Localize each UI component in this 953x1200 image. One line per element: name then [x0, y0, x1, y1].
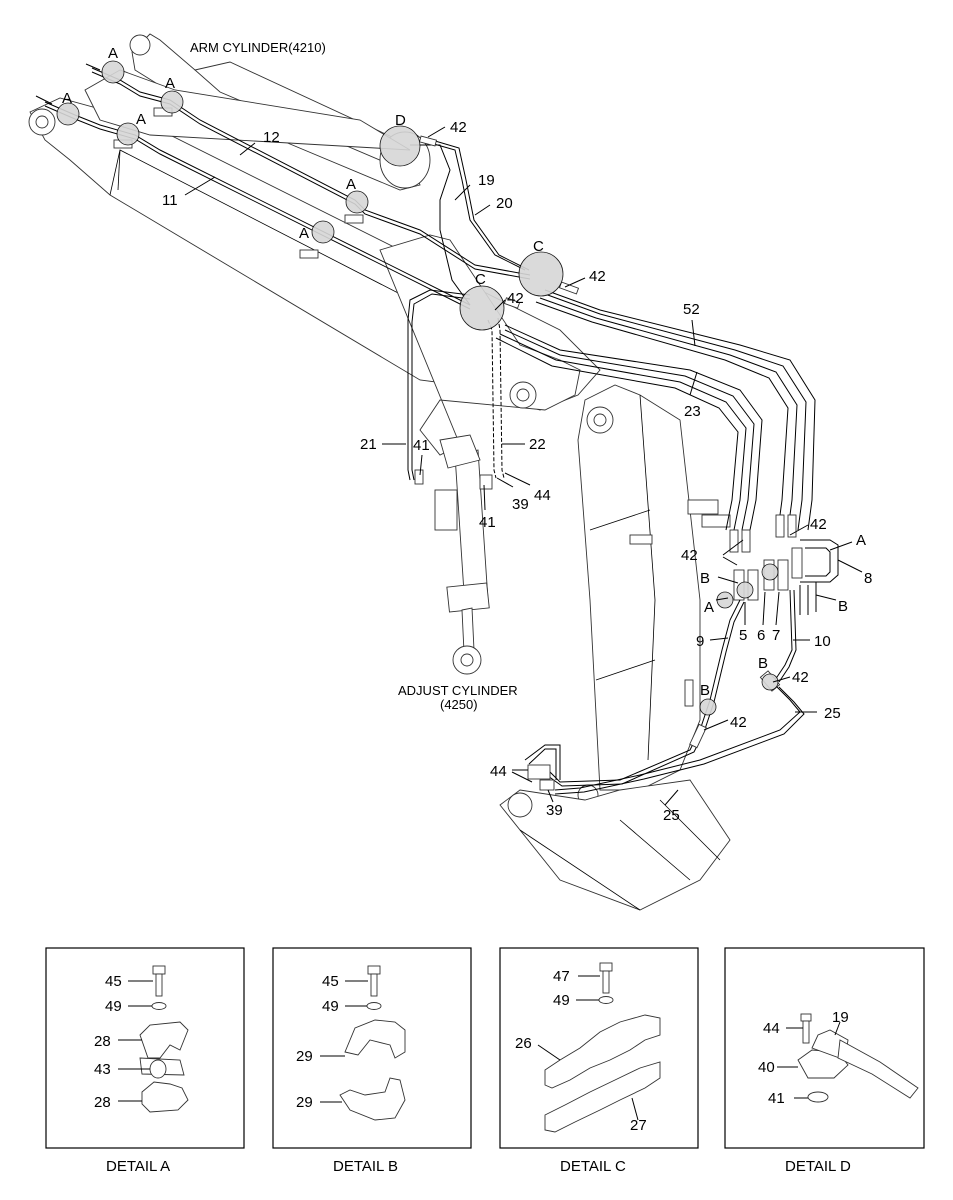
- detail-a-marker: A: [856, 532, 866, 549]
- part-9-label: 9: [696, 633, 704, 650]
- part-23-label: 23: [684, 403, 701, 420]
- detail-a-marker: A: [346, 176, 356, 193]
- detail-c-panel: 47 49 26 27 DETAIL C: [499, 947, 699, 1175]
- part-47-label: 47: [553, 968, 570, 985]
- detail-c-caption: DETAIL C: [560, 1158, 626, 1175]
- part-49-label: 49: [105, 998, 122, 1015]
- part-52-label: 52: [683, 301, 700, 318]
- adjust-cylinder-label: ADJUST CYLINDER: [398, 683, 518, 698]
- detail-a-panel: 45 49 28 43 28 DETAIL A: [45, 947, 245, 1175]
- detail-a-marker: A: [62, 90, 72, 107]
- detail-a-marker: A: [165, 75, 175, 92]
- part-22-label: 22: [529, 436, 546, 453]
- part-49-label: 49: [553, 992, 570, 1009]
- detail-a-marker: A: [108, 45, 118, 62]
- part-27-label: 27: [630, 1117, 647, 1134]
- part-39-label: 39: [546, 802, 563, 819]
- part-43-label: 43: [94, 1061, 111, 1078]
- arm-cylinder-label: ARM CYLINDER(4210): [190, 40, 326, 55]
- leader-lines: [184, 126, 863, 806]
- part-25-label: 25: [824, 705, 841, 722]
- part-25-label: 25: [663, 807, 680, 824]
- part-44-label: 44: [763, 1020, 780, 1037]
- part-5-label: 5: [739, 627, 747, 644]
- part-41-label: 41: [768, 1090, 785, 1107]
- part-45-label: 45: [105, 973, 122, 990]
- part-42-label: 42: [810, 516, 827, 533]
- part-8-label: 8: [864, 570, 872, 587]
- part-29-label: 29: [296, 1094, 313, 1111]
- part-42-label: 42: [792, 669, 809, 686]
- part-6-label: 6: [757, 627, 765, 644]
- part-42-label: 42: [507, 290, 524, 307]
- part-44-label: 44: [490, 763, 507, 780]
- part-28-label: 28: [94, 1094, 111, 1111]
- detail-c-marker: C: [475, 271, 486, 288]
- detail-d-caption: DETAIL D: [785, 1158, 851, 1175]
- part-11-label: 11: [162, 192, 178, 209]
- part-42-label: 42: [589, 268, 606, 285]
- part-7-label: 7: [772, 627, 780, 644]
- detail-a-marker: A: [136, 111, 146, 128]
- detail-d-marker: D: [395, 112, 406, 129]
- part-20-label: 20: [496, 195, 513, 212]
- detail-a-caption: DETAIL A: [106, 1158, 170, 1175]
- part-45-label: 45: [322, 973, 339, 990]
- part-42-label: 42: [730, 714, 747, 731]
- detail-c-marker: C: [533, 238, 544, 255]
- detail-b-marker: B: [758, 655, 768, 672]
- part-21-label: 21: [360, 436, 377, 453]
- detail-d-panel: 44 19 40 41 DETAIL D: [724, 947, 925, 1175]
- detail-a-marker: A: [704, 599, 714, 616]
- part-44-label: 44: [534, 487, 551, 504]
- part-39-label: 39: [512, 496, 529, 513]
- part-19-label: 19: [832, 1009, 849, 1026]
- part-12-label: 12: [263, 129, 280, 146]
- part-19-label: 19: [478, 172, 495, 189]
- part-41-label: 41: [413, 437, 430, 454]
- boom-structure: [28, 33, 731, 911]
- detail-halos: [56, 60, 779, 716]
- part-40-label: 40: [758, 1059, 775, 1076]
- detail-b-marker: B: [838, 598, 848, 615]
- part-29-label: 29: [296, 1048, 313, 1065]
- detail-b-marker: B: [700, 682, 710, 699]
- adjust-cylinder-code: (4250): [440, 697, 478, 712]
- detail-b-caption: DETAIL B: [333, 1158, 398, 1175]
- part-28-label: 28: [94, 1033, 111, 1050]
- part-42-label: 42: [450, 119, 467, 136]
- detail-b-marker: B: [700, 570, 710, 587]
- detail-a-marker: A: [299, 225, 309, 242]
- detail-b-panel: 45 49 29 29 DETAIL B: [272, 947, 472, 1175]
- part-41-label: 41: [479, 514, 496, 531]
- part-10-label: 10: [814, 633, 831, 650]
- main-labels: ARM CYLINDER(4210) ADJUST CYLINDER (4250…: [62, 40, 872, 824]
- part-26-label: 26: [515, 1035, 532, 1052]
- adjust-cylinder: [434, 434, 490, 675]
- part-49-label: 49: [322, 998, 339, 1015]
- part-42-label: 42: [681, 547, 698, 564]
